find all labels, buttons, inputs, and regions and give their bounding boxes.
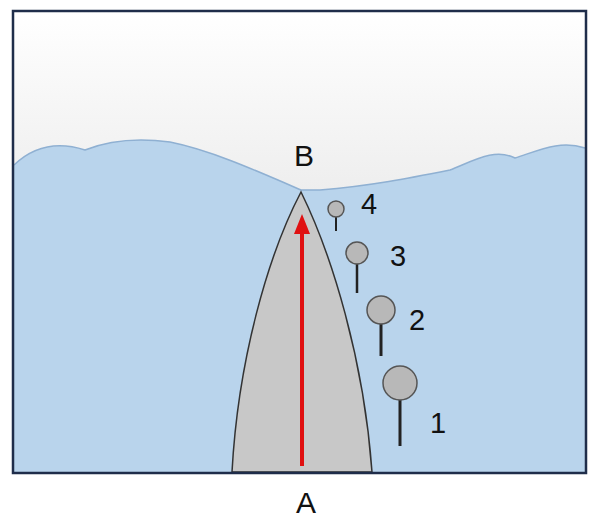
marker-stem [380,323,383,356]
marker-stem [399,398,402,446]
marker-head [346,242,368,264]
callout-number: 4 [361,190,377,219]
red-arrow-head [294,214,310,234]
floating-markers [328,201,417,446]
point-label: A [296,488,316,518]
water-region [14,12,585,472]
sky-region [14,12,585,190]
callout-number: 3 [390,242,406,271]
frame-border [13,11,586,473]
surface-line [14,140,585,190]
point-label: B [294,141,314,171]
red-arrow-shaft [300,232,304,466]
marker-head [383,366,417,400]
callout-number: 1 [430,409,446,438]
callout-number: 2 [409,306,425,335]
marker-stem [356,263,359,293]
cone-shape [232,192,372,472]
marker-head [328,201,344,217]
marker-head [367,296,395,324]
marker-stem [335,216,337,231]
